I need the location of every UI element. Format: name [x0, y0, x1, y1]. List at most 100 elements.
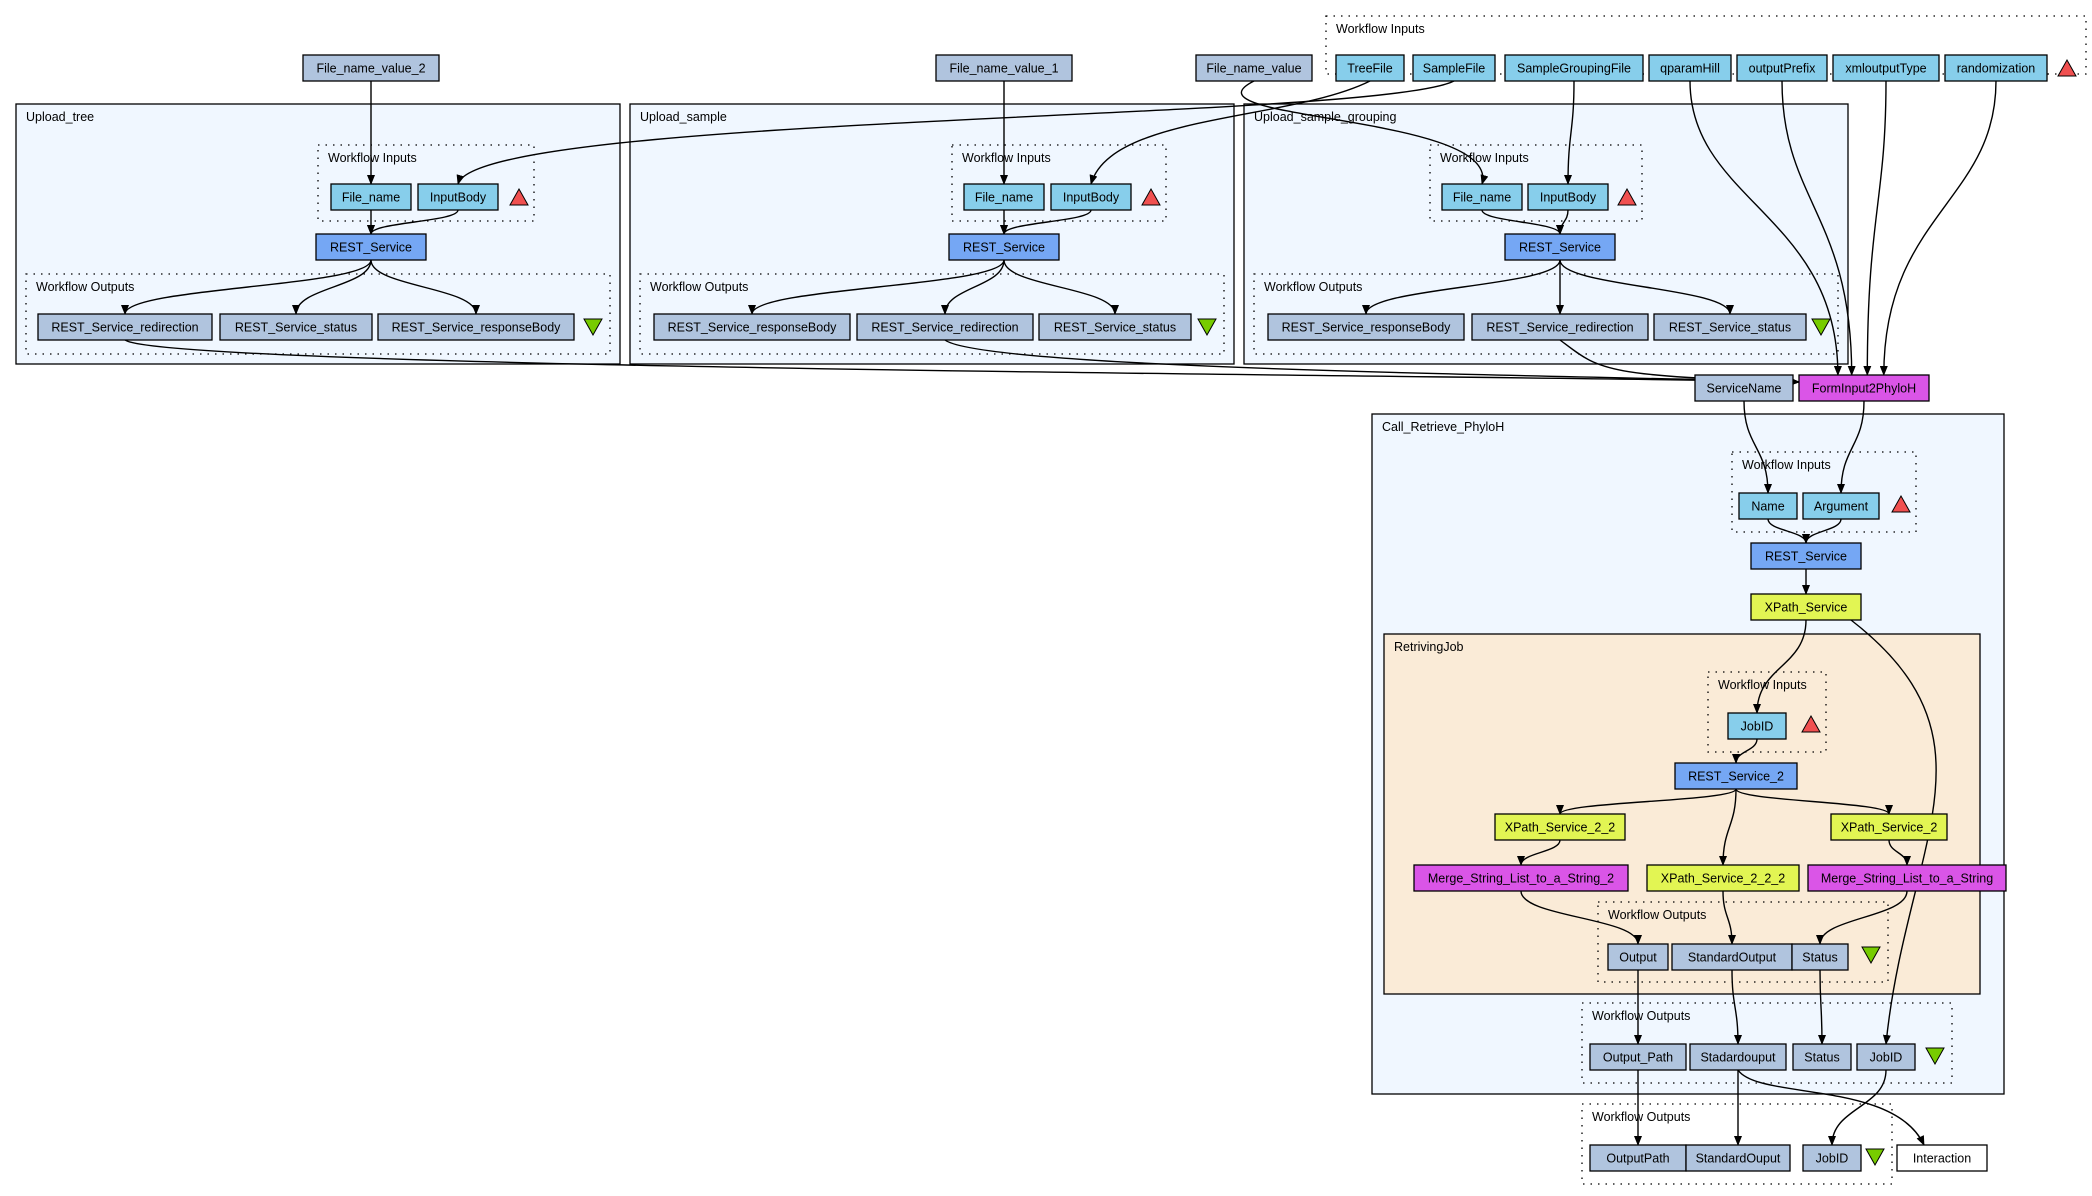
input-triangle-icon [2057, 58, 2077, 77]
node-us-rest[interactable]: REST_Service [948, 233, 1060, 261]
node-cr-jobid[interactable]: JobID [1856, 1043, 1916, 1071]
node-ug-redirection[interactable]: REST_Service_redirection [1471, 313, 1649, 341]
node-label: REST_Service [1519, 241, 1601, 255]
node-rj-merge[interactable]: Merge_String_List_to_a_String [1807, 864, 2007, 892]
node-ug-inputbody[interactable]: InputBody [1527, 183, 1609, 211]
node-us-responsebody[interactable]: REST_Service_responseBody [653, 313, 851, 341]
node-servicename[interactable]: ServiceName [1694, 374, 1794, 402]
edge-outputprefix-to-forminput [1781, 80, 1856, 376]
edge-us-rest-to-us-status [1003, 259, 1119, 315]
node-forminput[interactable]: FormInput2PhyloH [1798, 374, 1930, 402]
node-outputprefix[interactable]: outputPrefix [1736, 54, 1828, 82]
node-f-jobid[interactable]: JobID [1802, 1144, 1862, 1172]
edge-ut-rest-to-ut-status [292, 259, 372, 315]
cluster-label: Workflow Inputs [1718, 678, 1807, 692]
node-ut-inputbody[interactable]: InputBody [417, 183, 499, 211]
edge-cr-stdout-to-interaction [1737, 1069, 1925, 1146]
node-xmloutputtype[interactable]: xmloutputType [1832, 54, 1940, 82]
node-fnv1[interactable]: File_name_value_1 [935, 54, 1073, 82]
node-rj-output[interactable]: Output [1607, 943, 1669, 971]
node-cr-argument[interactable]: Argument [1802, 492, 1880, 520]
edge-fnv-to-ug-filename [1241, 80, 1489, 185]
node-us-filename[interactable]: File_name [963, 183, 1045, 211]
cluster-label: Call_Retrieve_PhyloH [1382, 420, 1504, 434]
node-cr-name[interactable]: Name [1738, 492, 1798, 520]
output-triangle-icon [1865, 1148, 1885, 1167]
node-cr-outputpath[interactable]: Output_Path [1589, 1043, 1687, 1071]
node-label: JobID [1816, 1152, 1849, 1166]
node-cr-rest[interactable]: REST_Service [1750, 542, 1862, 570]
cluster-label: Workflow Inputs [328, 151, 417, 165]
node-cr-stdout[interactable]: Stadardouput [1689, 1043, 1787, 1071]
node-ut-rest[interactable]: REST_Service [315, 233, 427, 261]
output-triangle-icon [1811, 318, 1831, 337]
node-label: REST_Service_status [235, 321, 357, 335]
node-rj-xpath22[interactable]: XPath_Service_2_2 [1494, 813, 1626, 841]
edge-rj-xpath222-to-rj-stdout [1722, 890, 1736, 945]
node-ut-filename[interactable]: File_name [330, 183, 412, 211]
input-triangle-icon [1891, 494, 1911, 513]
node-label: XPath_Service_2 [1841, 821, 1938, 835]
input-triangle-icon [1617, 187, 1637, 206]
node-cr-xpath[interactable]: XPath_Service [1750, 593, 1862, 621]
node-label: REST_Service [330, 241, 412, 255]
cluster-ug-outputs: Workflow Outputs [1253, 273, 1839, 355]
node-f-stdout[interactable]: StandardOuput [1685, 1144, 1791, 1172]
node-label: File_name [1453, 191, 1511, 205]
cluster-label: Workflow Outputs [1592, 1110, 1690, 1124]
cluster-label: Upload_sample_grouping [1254, 110, 1397, 124]
cluster-label: Workflow Outputs [650, 280, 748, 294]
edge-rj-merge2-to-rj-output [1520, 890, 1642, 945]
cluster-label: Workflow Outputs [1608, 908, 1706, 922]
edge-cr-xpath-to-rj-jobid [1753, 619, 1807, 714]
node-qparamhill[interactable]: qparamHill [1648, 54, 1732, 82]
edge-ug-rest-to-ug-status [1559, 259, 1734, 315]
node-f-outputpath[interactable]: OutputPath [1589, 1144, 1687, 1172]
node-label: OutputPath [1606, 1152, 1669, 1166]
edge-ut-rest-to-ut-responsebody [370, 259, 480, 315]
node-fnv[interactable]: File_name_value [1195, 54, 1313, 82]
node-cr-status[interactable]: Status [1792, 1043, 1852, 1071]
cluster-ug-inputs: Workflow Inputs [1429, 144, 1643, 222]
cluster-rj-outputs: Workflow Outputs [1597, 901, 1889, 983]
node-ut-status[interactable]: REST_Service_status [219, 313, 373, 341]
node-ug-filename[interactable]: File_name [1441, 183, 1523, 211]
edge-forminput-to-cr-argument [1837, 400, 1865, 494]
edge-rj-stdout-to-cr-stdout [1731, 969, 1742, 1045]
cluster-label: Upload_sample [640, 110, 727, 124]
node-samplefile[interactable]: SampleFile [1412, 54, 1496, 82]
cluster-ut-inputs: Workflow Inputs [317, 144, 535, 222]
node-ut-responsebody[interactable]: REST_Service_responseBody [377, 313, 575, 341]
node-rj-xpath2[interactable]: XPath_Service_2 [1830, 813, 1948, 841]
cluster-label: Upload_tree [26, 110, 94, 124]
node-us-inputbody[interactable]: InputBody [1050, 183, 1132, 211]
node-rj-stdout[interactable]: StandardOutput [1671, 943, 1793, 971]
edge-rj-xpath2-to-rj-merge [1888, 839, 1911, 866]
cluster-us-inputs: Workflow Inputs [951, 144, 1167, 222]
node-label: SampleFile [1423, 62, 1486, 76]
node-interaction[interactable]: Interaction [1896, 1144, 1988, 1172]
node-rj-jobid[interactable]: JobID [1727, 712, 1787, 740]
node-rj-xpath222[interactable]: XPath_Service_2_2_2 [1646, 864, 1800, 892]
node-ut-redirection[interactable]: REST_Service_redirection [37, 313, 213, 341]
node-label: REST_Service_redirection [871, 321, 1018, 335]
node-rj-merge2[interactable]: Merge_String_List_to_a_String_2 [1413, 864, 1629, 892]
edge-ug-rest-to-ug-responsebody [1362, 259, 1561, 315]
node-ug-rest[interactable]: REST_Service [1504, 233, 1616, 261]
node-label: FormInput2PhyloH [1812, 382, 1916, 396]
node-label: SampleGroupingFile [1517, 62, 1631, 76]
node-treefile[interactable]: TreeFile [1335, 54, 1405, 82]
node-rj-status[interactable]: Status [1791, 943, 1849, 971]
node-ug-status[interactable]: REST_Service_status [1653, 313, 1807, 341]
node-label: InputBody [1540, 191, 1597, 205]
node-rj-rest2[interactable]: REST_Service_2 [1674, 762, 1798, 790]
node-us-status[interactable]: REST_Service_status [1038, 313, 1192, 341]
input-triangle-icon [1801, 714, 1821, 733]
node-fnv2[interactable]: File_name_value_2 [302, 54, 440, 82]
node-randomization[interactable]: randomization [1944, 54, 2048, 82]
node-us-redirection[interactable]: REST_Service_redirection [856, 313, 1034, 341]
node-label: JobID [1870, 1051, 1903, 1065]
node-ug-responsebody[interactable]: REST_Service_responseBody [1267, 313, 1465, 341]
cluster-cr-outputs: Workflow Outputs [1581, 1002, 1953, 1084]
node-samplegroupingfile[interactable]: SampleGroupingFile [1504, 54, 1644, 82]
